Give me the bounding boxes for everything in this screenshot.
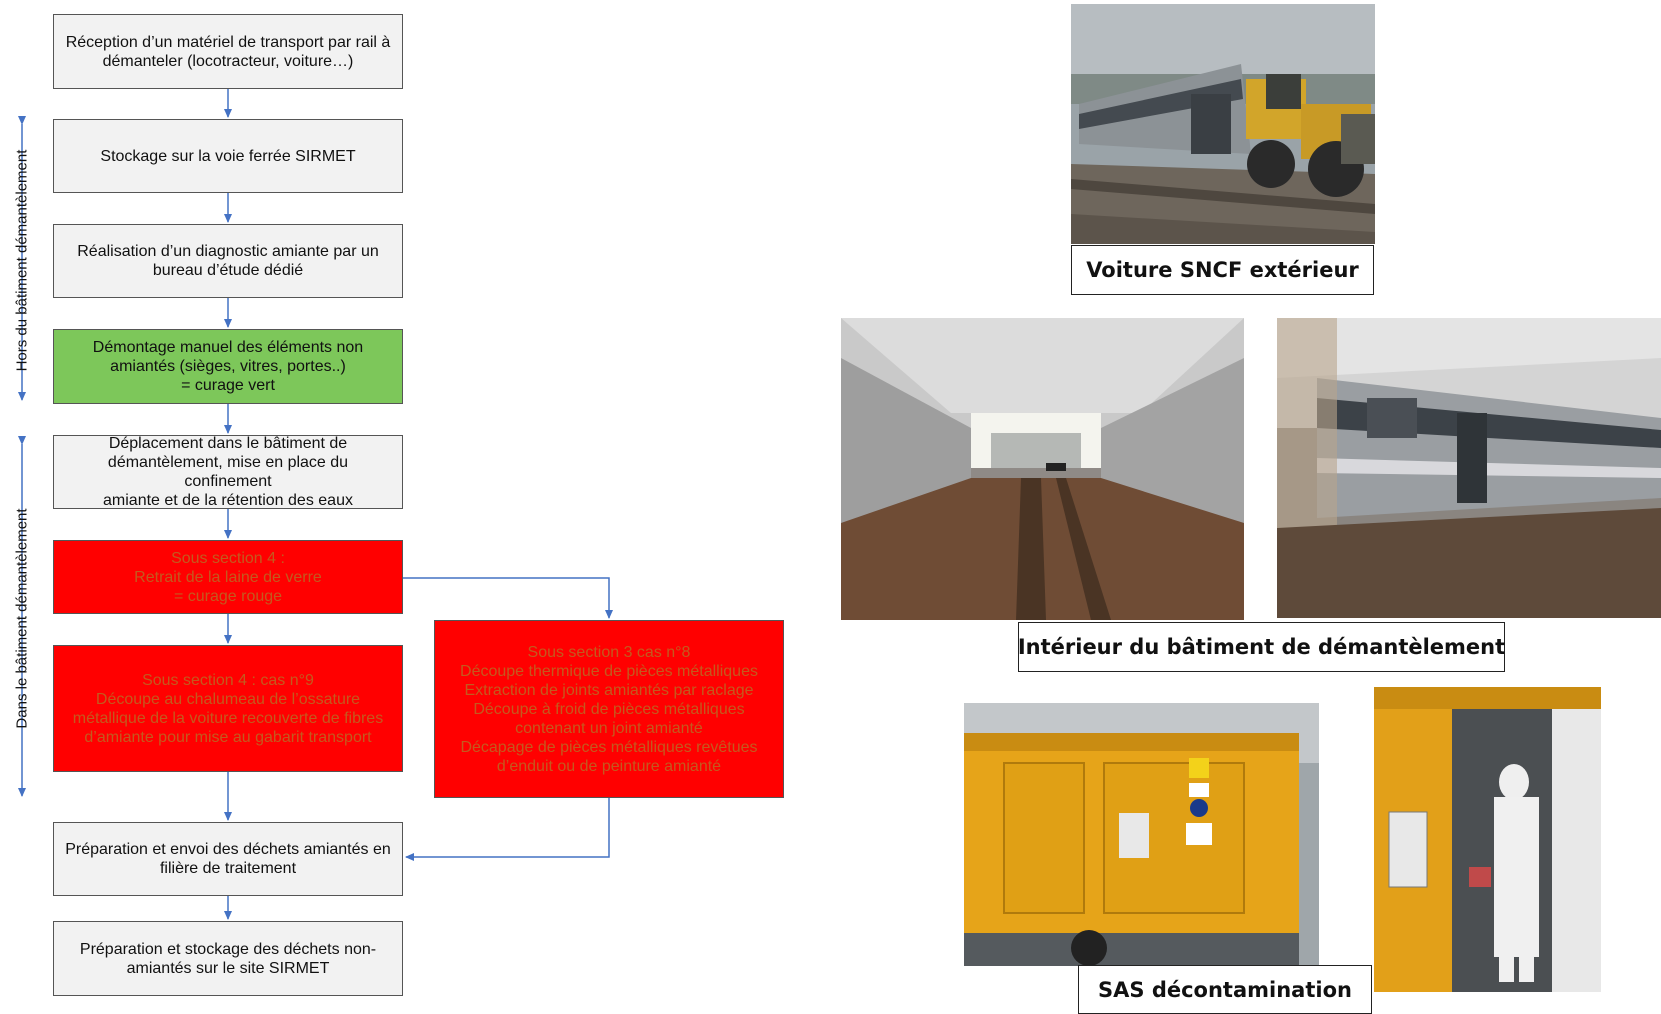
caption-interior: Intérieur du bâtiment de démantèlement <box>1018 622 1505 672</box>
flow-step-cas-9: Sous section 4 : cas n°9 Découpe au chal… <box>53 645 403 772</box>
side-label-outside: Hors du bâtiment démantèlement <box>13 149 31 372</box>
flow-step-curage-rouge: Sous section 4 : Retrait de la laine de … <box>53 540 403 614</box>
flow-connectors <box>18 89 613 920</box>
flow-step-cas-8: Sous section 3 cas n°8 Découpe thermique… <box>434 620 784 798</box>
arrow-6-8 <box>403 577 613 619</box>
photo-sas-trailer <box>964 703 1319 966</box>
flow-step-deplacement: Déplacement dans le bâtiment de démantèl… <box>53 435 403 509</box>
caption-sas: SAS décontamination <box>1078 965 1372 1014</box>
caption-sncf-exterior: Voiture SNCF extérieur <box>1071 245 1374 295</box>
photo-sas-door <box>1374 687 1601 992</box>
photo-interior-empty <box>841 318 1244 620</box>
flow-step-stockage-dechets: Préparation et stockage des déchets non-… <box>53 921 403 996</box>
photo-interior-car <box>1277 318 1661 618</box>
flow-step-curage-vert: Démontage manuel des éléments non amiant… <box>53 329 403 404</box>
photo-sncf-exterior <box>1071 4 1375 244</box>
flow-step-diagnostic: Réalisation d’un diagnostic amiante par … <box>53 224 403 298</box>
arrow-8-9 <box>405 798 610 861</box>
flow-step-reception: Réception d’un matériel de transport par… <box>53 14 403 89</box>
flow-step-envoi-dechets: Préparation et envoi des déchets amianté… <box>53 822 403 896</box>
flow-step-stockage: Stockage sur la voie ferrée SIRMET <box>53 119 403 193</box>
side-label-inside: Dans le bâtiment démantèlement <box>13 508 31 729</box>
